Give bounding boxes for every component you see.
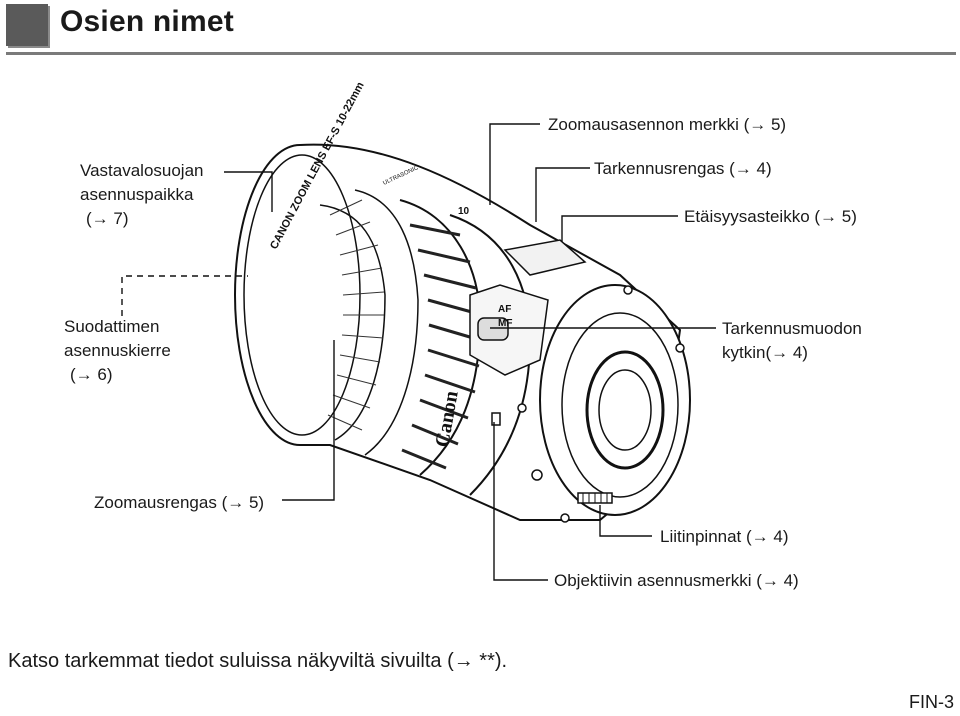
label-filter-thread-line3: (→ 6) [70,365,113,384]
label-contacts: Liitinpinnat (→ 4) [660,527,789,546]
switch-mf-text: MF [498,318,512,329]
label-focus-mode-switch-line1: Tarkennusmuodon [722,319,862,338]
scale-mark-text: 10 [458,206,470,217]
label-zoom-position-mark: Zoomausasennon merkki (→ 5) [548,115,787,134]
page-title: Osien nimet [60,5,234,38]
label-filter-thread-line2: asennuskierre [64,341,171,360]
footnote: Katso tarkemmat tiedot suluissa näkyvilt… [8,650,508,672]
label-focus-ring: Tarkennusrengas (→ 4) [594,159,772,178]
title-marker-block [6,4,48,46]
label-hood-mount-line2: asennuspaikka [80,185,194,204]
label-filter-thread-line1: Suodattimen [64,317,160,336]
label-mount-index: Objektiivin asennusmerkki (→ 4) [554,571,799,590]
switch-af-text: AF [498,304,511,315]
label-focus-mode-switch-line2: kytkin(→ 4) [722,343,808,362]
lens-drawing [234,143,691,523]
leader-lines [121,123,716,581]
label-hood-mount-line1: Vastavalosuojan [80,161,204,180]
title-divider [6,52,956,55]
label-distance-scale: Etäisyysasteikko (→ 5) [684,207,857,226]
page-number: FIN-3 [909,692,954,712]
label-zoom-ring: Zoomausrengas (→ 5) [94,493,265,512]
label-hood-mount-line3: (→ 7) [86,209,129,228]
